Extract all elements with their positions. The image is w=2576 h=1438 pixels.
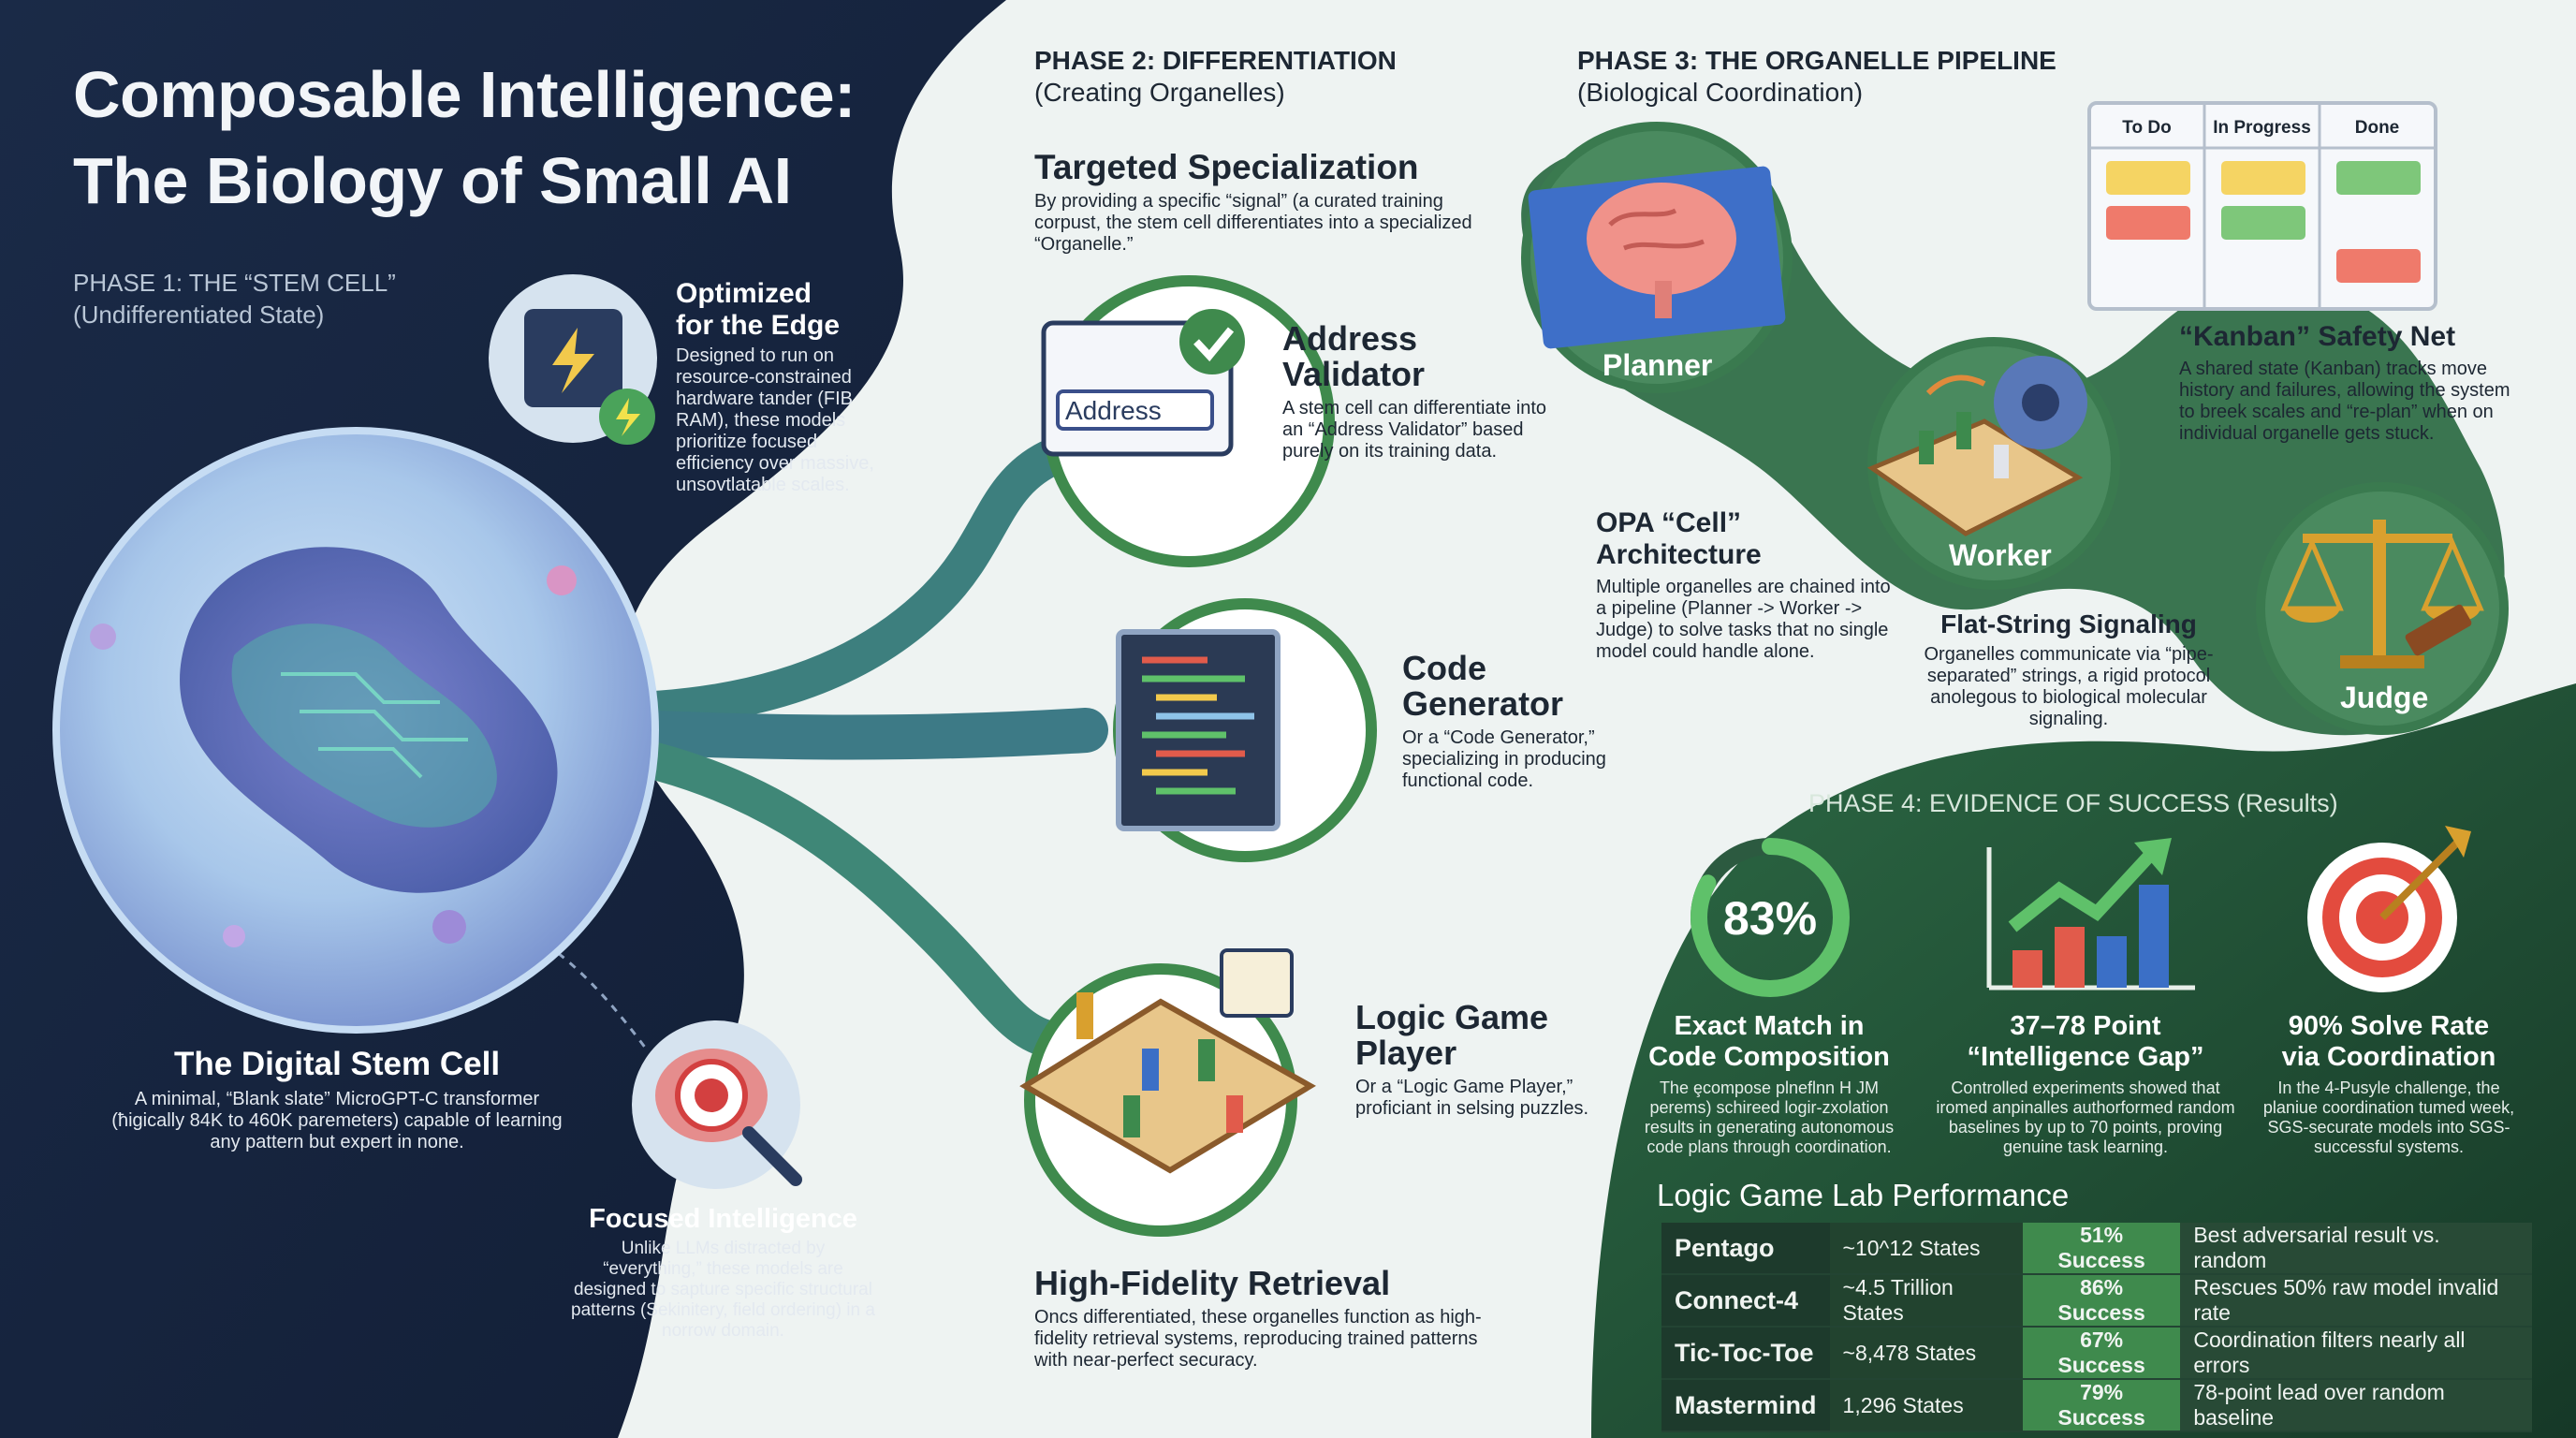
logic-section: Logic Game Player Or a “Logic Game Playe…	[1355, 1000, 1599, 1120]
retrieval-section: High-Fidelity Retrieval Oncs differentia…	[1034, 1266, 1484, 1372]
table-row: Tic-Toc-Toe ~8,478 States 67% Success Co…	[1661, 1327, 2532, 1380]
address-title-line2: Validator	[1282, 355, 1426, 393]
cell-states: ~8,478 States	[1829, 1327, 2023, 1380]
edge-title-line2: for the Edge	[676, 310, 841, 341]
code-section: Code Generator Or a “Code Generator,” sp…	[1402, 651, 1646, 792]
performance-table-body: Pentago ~10^12 States 51% Success Best a…	[1661, 1223, 2532, 1432]
kanban-section: “Kanban” Safety Net A shared state (Kanb…	[2179, 321, 2525, 445]
code-title-line1: Code	[1402, 649, 1486, 687]
stem-cell-section: The Digital Stem Cell A minimal, “Blank …	[103, 1044, 571, 1153]
cell-note: Coordination filters nearly all errors	[2180, 1327, 2532, 1380]
stem-cell-body: A minimal, “Blank slate” MicroGPT-C tran…	[111, 1089, 563, 1152]
address-title-line1: Address	[1282, 319, 1418, 358]
cell-note: Best adversarial result vs. random	[2180, 1223, 2532, 1275]
phase1-subheading: (Undifferentiated State)	[73, 301, 325, 329]
cell-note: Rescues 50% raw model invalid rate	[2180, 1274, 2532, 1328]
address-section: Address Validator A stem cell can differ…	[1282, 321, 1554, 462]
table-row: Connect-4 ~4.5 Trillion States 86% Succe…	[1661, 1274, 2532, 1328]
logic-body: Or a “Logic Game Player,” proficiant in …	[1355, 1077, 1589, 1119]
stat-solve-title-line2: via Coordination	[2281, 1042, 2496, 1072]
cell-states: ~10^12 States	[1829, 1223, 2023, 1275]
focused-body: Unlike LLMs distracted by “everything,” …	[571, 1239, 875, 1341]
logic-title-line2: Player	[1355, 1034, 1457, 1072]
code-body: Or a “Code Generator,” specializing in p…	[1402, 727, 1606, 791]
stem-cell-title: The Digital Stem Cell	[173, 1046, 501, 1082]
stat-code-title-line2: Code Composition	[1648, 1042, 1890, 1072]
cell-game: Mastermind	[1661, 1379, 1830, 1432]
kanban-title: “Kanban” Safety Net	[2179, 321, 2456, 352]
phase2-heading-block: PHASE 2: DIFFERENTIATION (Creating Organ…	[1034, 45, 1559, 109]
cell-note: 78-point lead over random baseline	[2180, 1379, 2532, 1432]
stat-gap-title-line2: “Intelligence Gap”	[1967, 1042, 2204, 1072]
retrieval-title: High-Fidelity Retrieval	[1034, 1264, 1391, 1302]
phase2-subheading: (Creating Organelles)	[1034, 78, 1285, 107]
gauge-value: 83%	[1722, 892, 1818, 945]
phase4-heading: PHASE 4: EVIDENCE OF SUCCESS (Results)	[1808, 789, 2408, 818]
planner-label: Planner	[1603, 348, 1713, 382]
page-title: Composable Intelligence: The Biology of …	[73, 51, 972, 224]
phase1-heading: PHASE 1: THE “STEM CELL”	[73, 269, 396, 297]
kanban-col-done: Done	[2354, 118, 2400, 138]
kanban-col-inprogress: In Progress	[2213, 118, 2311, 138]
targeted-section: Targeted Specialization By providing a s…	[1034, 150, 1474, 256]
cell-game: Connect-4	[1661, 1274, 1830, 1328]
opa-body: Multiple organelles are chained into a p…	[1596, 577, 1891, 662]
address-body: A stem cell can differentiate into an “A…	[1282, 398, 1547, 462]
focused-section: Focused Intelligence Unlike LLMs distrac…	[571, 1203, 875, 1342]
kanban-col-todo: To Do	[2122, 118, 2172, 138]
table-row: Mastermind 1,296 States 79% Success 78-p…	[1661, 1379, 2532, 1432]
opa-title-line1: OPA “Cell”	[1596, 507, 1742, 538]
stat-solve-rate: 90% Solve Rate via Coordination In the 4…	[2248, 1011, 2529, 1157]
stat-intelligence-gap: 37–78 Point “Intelligence Gap” Controlle…	[1936, 1011, 2235, 1157]
stat-solve-body: In the 4-Pusyle challenge, the planiue c…	[2262, 1078, 2515, 1156]
retrieval-body: Oncs differentiated, these organelles fu…	[1034, 1307, 1482, 1371]
stat-solve-title-line1: 90% Solve Rate	[2288, 1011, 2490, 1041]
table-title: Logic Game Lab Performance	[1657, 1178, 2070, 1212]
worker-label: Worker	[1949, 538, 2052, 572]
cell-success: 67% Success	[2022, 1327, 2181, 1380]
judge-label: Judge	[2340, 681, 2429, 714]
stat-gap-body: Controlled experiments showed that irome…	[1936, 1078, 2235, 1156]
flat-title: Flat-String Signaling	[1940, 609, 2197, 638]
cell-game: Tic-Toc-Toe	[1661, 1327, 1830, 1380]
focused-title: Focused Intelligence	[589, 1204, 857, 1234]
cell-success: 86% Success	[2022, 1274, 2181, 1328]
page-title-line1: Composable Intelligence:	[73, 58, 856, 131]
phase3-subheading: (Biological Coordination)	[1577, 78, 1864, 107]
phase2-heading: PHASE 2: DIFFERENTIATION	[1034, 46, 1397, 75]
logic-title-line1: Logic Game	[1355, 998, 1549, 1036]
cell-states: ~4.5 Trillion States	[1829, 1274, 2023, 1328]
address-field: Address	[1065, 396, 1206, 426]
table-row: Pentago ~10^12 States 51% Success Best a…	[1661, 1223, 2532, 1275]
edge-body: Designed to run on resource-constrained …	[676, 345, 874, 495]
opa-section: OPA “Cell” Architecture Multiple organel…	[1596, 507, 1905, 663]
phase3-heading: PHASE 3: THE ORGANELLE PIPELINE	[1577, 46, 2056, 75]
code-title-line2: Generator	[1402, 684, 1564, 723]
address-field-text: Address	[1065, 396, 1162, 425]
stat-code-title-line1: Exact Match in	[1674, 1011, 1865, 1041]
edge-title-line1: Optimized	[676, 278, 812, 309]
targeted-body: By providing a specific “signal” (a cura…	[1034, 191, 1472, 255]
flat-section: Flat-String Signaling Organelles communi…	[1919, 609, 2218, 730]
performance-table: Pentago ~10^12 States 51% Success Best a…	[1661, 1223, 2532, 1432]
flat-body: Organelles communicate via “pipe-separat…	[1924, 644, 2214, 729]
targeted-title: Targeted Specialization	[1034, 148, 1419, 186]
phase4-heading-suffix: (Results)	[2236, 789, 2338, 817]
edge-section: Optimized for the Edge Designed to run o…	[676, 278, 891, 496]
stat-code-composition: Exact Match in Code Composition The ȩco…	[1629, 1011, 1910, 1157]
cell-game: Pentago	[1661, 1223, 1830, 1275]
cell-success: 79% Success	[2022, 1379, 2181, 1432]
stat-gap-title-line1: 37–78 Point	[2010, 1011, 2161, 1041]
cell-states: 1,296 States	[1829, 1379, 2023, 1432]
kanban-body: A shared state (Kanban) tracks move hist…	[2179, 359, 2510, 444]
page-title-line2: The Biology of Small AI	[73, 144, 792, 217]
phase4-heading-main: PHASE 4: EVIDENCE OF SUCCESS	[1808, 789, 2231, 817]
phase3-heading-block: PHASE 3: THE ORGANELLE PIPELINE (Biologi…	[1577, 45, 2101, 109]
phase1-heading-block: PHASE 1: THE “STEM CELL” (Undifferentiat…	[73, 267, 541, 330]
opa-title-line2: Architecture	[1596, 539, 1762, 570]
cell-success: 51% Success	[2022, 1223, 2181, 1275]
stat-code-body: The ȩcompose plneflnn H JM perems) schi…	[1644, 1078, 1895, 1156]
